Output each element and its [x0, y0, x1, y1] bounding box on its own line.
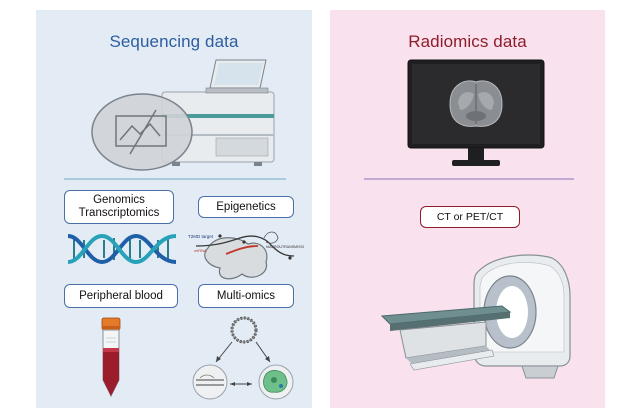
epigenetics-label: Epigenetics [216, 200, 276, 213]
sequencing-divider [64, 178, 286, 180]
ct-pet-label: CT or PET/CT [436, 210, 504, 223]
transcriptomics-label: Transcriptomics [78, 207, 160, 219]
ct-scanner-icon [380, 254, 571, 379]
radiomics-data-title: Radiomics data [408, 32, 527, 51]
radiomics-data-panel: Radiomics data CT or PET/CT [330, 10, 605, 408]
epigenetic-protein-icon: T2MD target miRNA MACROUTRANSMISSI [188, 231, 304, 280]
genomics-label: Genomics [93, 194, 145, 206]
multi-omics-box: Multi-omics [198, 284, 294, 308]
ct-pet-box: CT or PET/CT [420, 206, 520, 228]
monitor-brain-scan-icon [407, 59, 545, 166]
epigenetics-target-label: T2MD target [188, 234, 214, 239]
sequencing-data-title: Sequencing data [109, 32, 239, 51]
sequencer-machine-icon [91, 59, 275, 171]
epigenetics-mirna-label: miRNA [194, 248, 207, 253]
multi-omics-label: Multi-omics [216, 289, 276, 302]
genomics-transcriptomics-box: Genomics Transcriptomics [64, 190, 174, 224]
sequencing-data-panel: Sequencing data Genomics Transcriptomics… [36, 10, 312, 408]
epigenetics-box: Epigenetics [198, 196, 294, 218]
blood-tube-icon [101, 317, 121, 398]
epigenetics-methylation-label: MACROUTRANSMISSI [266, 245, 304, 249]
radiomics-divider [364, 178, 574, 180]
dna-helix-icon [67, 233, 177, 265]
peripheral-blood-box: Peripheral blood [64, 284, 178, 308]
multi-omics-cycle-icon [192, 316, 294, 400]
peripheral-blood-label: Peripheral blood [79, 289, 163, 302]
